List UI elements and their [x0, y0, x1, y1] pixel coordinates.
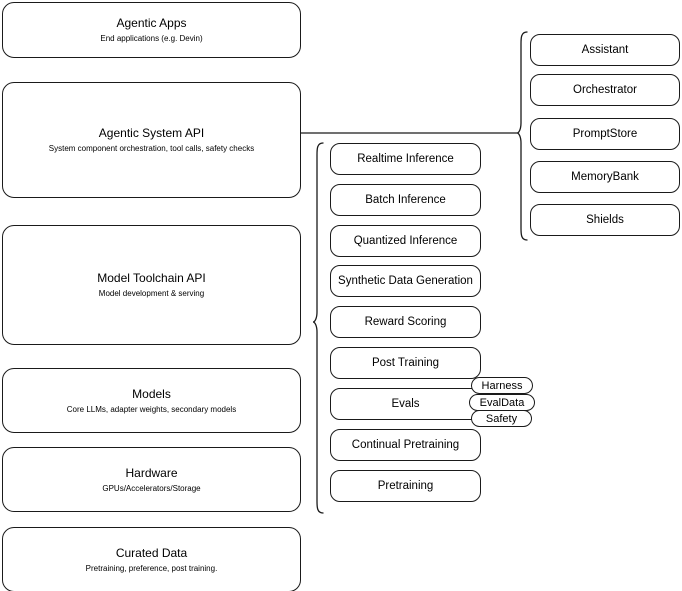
toolchain-item-synthetic-data-generation[interactable]: Synthetic Data Generation: [330, 265, 481, 297]
layer-title: Model Toolchain API: [97, 271, 206, 285]
layer-subtitle: System component orchestration, tool cal…: [48, 144, 255, 153]
item-label: Pretraining: [377, 479, 434, 492]
evals-tag-harness[interactable]: Harness: [471, 377, 533, 394]
system-component-assistant[interactable]: Assistant: [530, 34, 680, 66]
item-label: Quantized Inference: [353, 234, 458, 247]
tag-label: EvalData: [479, 396, 525, 409]
tag-label: Safety: [485, 412, 518, 425]
layer-title: Agentic System API: [98, 126, 205, 140]
item-label: PromptStore: [572, 127, 638, 140]
system-component-memorybank[interactable]: MemoryBank: [530, 161, 680, 193]
toolchain-item-post-training[interactable]: Post Training: [330, 347, 481, 379]
evals-tag-evaldata[interactable]: EvalData: [469, 394, 535, 411]
system-component-promptstore[interactable]: PromptStore: [530, 118, 680, 150]
tag-label: Harness: [481, 379, 523, 392]
brace-toolchain-items: [312, 142, 324, 514]
layer-curated-data[interactable]: Curated Data Pretraining, preference, po…: [2, 527, 301, 591]
item-label: Batch Inference: [365, 193, 446, 206]
toolchain-item-evals[interactable]: Evals: [330, 388, 481, 420]
toolchain-item-quantized-inference[interactable]: Quantized Inference: [330, 225, 481, 257]
item-label: Post Training: [371, 356, 440, 369]
item-label: Synthetic Data Generation: [338, 274, 473, 287]
layer-subtitle: Core LLMs, adapter weights, secondary mo…: [66, 404, 237, 414]
item-label: Continual Pretraining: [351, 438, 460, 451]
toolchain-item-batch-inference[interactable]: Batch Inference: [330, 184, 481, 216]
toolchain-item-reward-scoring[interactable]: Reward Scoring: [330, 306, 481, 338]
layer-agentic-system-api[interactable]: Agentic System API System component orch…: [2, 82, 301, 198]
item-label: Realtime Inference: [357, 152, 454, 165]
layer-subtitle: Pretraining, preference, post training.: [85, 563, 218, 573]
layer-model-toolchain-api[interactable]: Model Toolchain API Model development & …: [2, 225, 301, 345]
layer-models[interactable]: Models Core LLMs, adapter weights, secon…: [2, 368, 301, 433]
item-label: Shields: [586, 213, 624, 226]
item-label: Evals: [391, 397, 420, 410]
layer-title: Models: [132, 386, 171, 401]
item-label: Reward Scoring: [364, 315, 447, 328]
toolchain-item-pretraining[interactable]: Pretraining: [330, 470, 481, 502]
layer-title: Hardware: [125, 465, 178, 480]
item-label: Assistant: [581, 43, 629, 56]
layer-subtitle: GPUs/Accelerators/Storage: [102, 483, 201, 493]
brace-system-components: [516, 31, 528, 241]
item-label: Orchestrator: [573, 83, 637, 96]
layer-title: Agentic Apps: [116, 16, 187, 30]
item-label: MemoryBank: [571, 170, 639, 183]
layer-title: Curated Data: [115, 545, 188, 560]
evals-tag-safety[interactable]: Safety: [471, 410, 532, 427]
toolchain-item-continual-pretraining[interactable]: Continual Pretraining: [330, 429, 481, 461]
layer-agentic-apps[interactable]: Agentic Apps End applications (e.g. Devi…: [2, 2, 301, 58]
system-component-shields[interactable]: Shields: [530, 204, 680, 236]
layer-hardware[interactable]: Hardware GPUs/Accelerators/Storage: [2, 447, 301, 512]
toolchain-item-realtime-inference[interactable]: Realtime Inference: [330, 143, 481, 175]
layer-subtitle: Model development & serving: [98, 289, 205, 298]
layer-subtitle: End applications (e.g. Devin): [100, 34, 203, 43]
system-component-orchestrator[interactable]: Orchestrator: [530, 74, 680, 106]
